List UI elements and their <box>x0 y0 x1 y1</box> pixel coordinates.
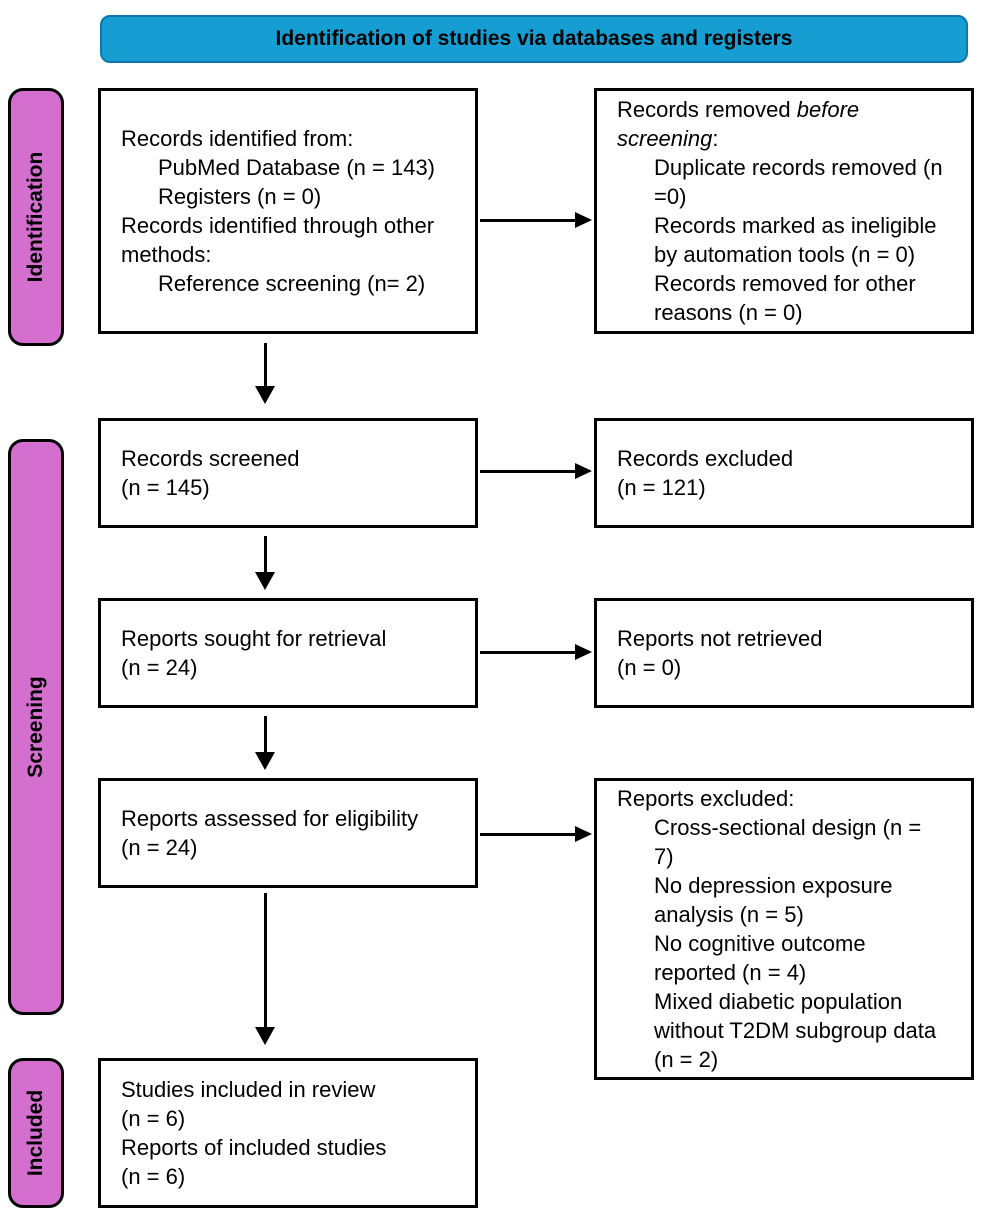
box-reports-sought-for-retrieval: Reports sought for retrieval (n = 24) <box>98 598 478 708</box>
arrow-shaft <box>480 833 575 836</box>
right-arrowhead-icon <box>575 463 592 479</box>
box-text-line: Records screened (n = 145) <box>121 446 300 500</box>
box-records-excluded: Records excluded (n = 121) <box>594 418 974 528</box>
header-title: Identification of studies via databases … <box>275 27 793 50</box>
box-text-line: Registers (n = 0) <box>158 184 322 209</box>
box-reports-excluded: Reports excluded: Cross-sectional design … <box>594 778 974 1080</box>
box-text-line: Reports excluded: <box>617 786 795 811</box>
box-reports-not-retrieved: Reports not retrieved (n = 0) <box>594 598 974 708</box>
box-text-line: Records identified through other methods… <box>121 213 435 267</box>
box-text-line: Records removed before screening: <box>617 95 965 153</box>
arrow-shaft <box>264 343 267 389</box>
box-reports-assessed-for-eligibility: Reports assessed for eligibility (n = 24… <box>98 778 478 888</box>
text: : <box>712 126 719 151</box>
down-arrowhead-icon <box>255 1027 275 1045</box>
stage-bar-screening: Screening <box>8 439 64 1015</box>
box-text-line: Mixed diabetic population without T2DM s… <box>654 989 937 1072</box>
stage-label-included: Included <box>24 1089 47 1177</box>
box-text-line: Reports sought for retrieval (n = 24) <box>121 626 387 680</box>
arrow-shaft <box>264 536 267 574</box>
arrow-shaft <box>264 893 267 1029</box>
stage-label-identification: Identification <box>24 151 47 283</box>
arrow-shaft <box>480 470 575 473</box>
box-text-line: Records identified from: <box>121 126 354 151</box>
box-records-removed-before-screening: Records removed before screening:Duplica… <box>594 88 974 334</box>
stage-label-screening: Screening <box>24 676 47 778</box>
box-text-line: Reference screening (n= 2) <box>158 271 426 296</box>
box-records-identified: Records identified from: PubMed Database … <box>98 88 478 334</box>
header-banner: Identification of studies via databases … <box>100 15 968 63</box>
box-records-screened: Records screened (n = 145) <box>98 418 478 528</box>
arrow-shaft <box>264 716 267 754</box>
box-text-line: Records marked as ineligible by automati… <box>654 213 937 267</box>
right-arrowhead-icon <box>575 826 592 842</box>
down-arrowhead-icon <box>255 386 275 404</box>
box-text-line: No cognitive outcome reported (n = 4) <box>654 931 866 985</box>
box-text-line: Duplicate records removed (n =0) <box>654 155 943 209</box>
box-text-line: Records excluded (n = 121) <box>617 446 794 500</box>
box-text-line: PubMed Database (n = 143) <box>158 155 436 180</box>
down-arrowhead-icon <box>255 752 275 770</box>
right-arrowhead-icon <box>575 212 592 228</box>
arrow-shaft <box>480 219 575 222</box>
box-text-line: Reports assessed for eligibility (n = 24… <box>121 806 419 860</box>
down-arrowhead-icon <box>255 572 275 590</box>
box-text-line: Reports not retrieved (n = 0) <box>617 626 823 680</box>
arrow-shaft <box>480 651 575 654</box>
stage-bar-included: Included <box>8 1058 64 1208</box>
box-text-line: Reports of included studies (n = 6) <box>121 1135 387 1189</box>
italic-text: before screening <box>617 97 860 151</box>
box-studies-included-in-review: Studies included in review (n = 6)Report… <box>98 1058 478 1208</box>
stage-bar-identification: Identification <box>8 88 64 346</box>
box-text-line: Records removed for other reasons (n = 0… <box>654 271 916 325</box>
box-text-line: No depression exposure analysis (n = 5) <box>654 873 893 927</box>
box-text-line: Studies included in review (n = 6) <box>121 1077 376 1131</box>
box-text-line: Cross-sectional design (n = 7) <box>654 815 922 869</box>
right-arrowhead-icon <box>575 644 592 660</box>
text: Records removed <box>617 97 797 122</box>
